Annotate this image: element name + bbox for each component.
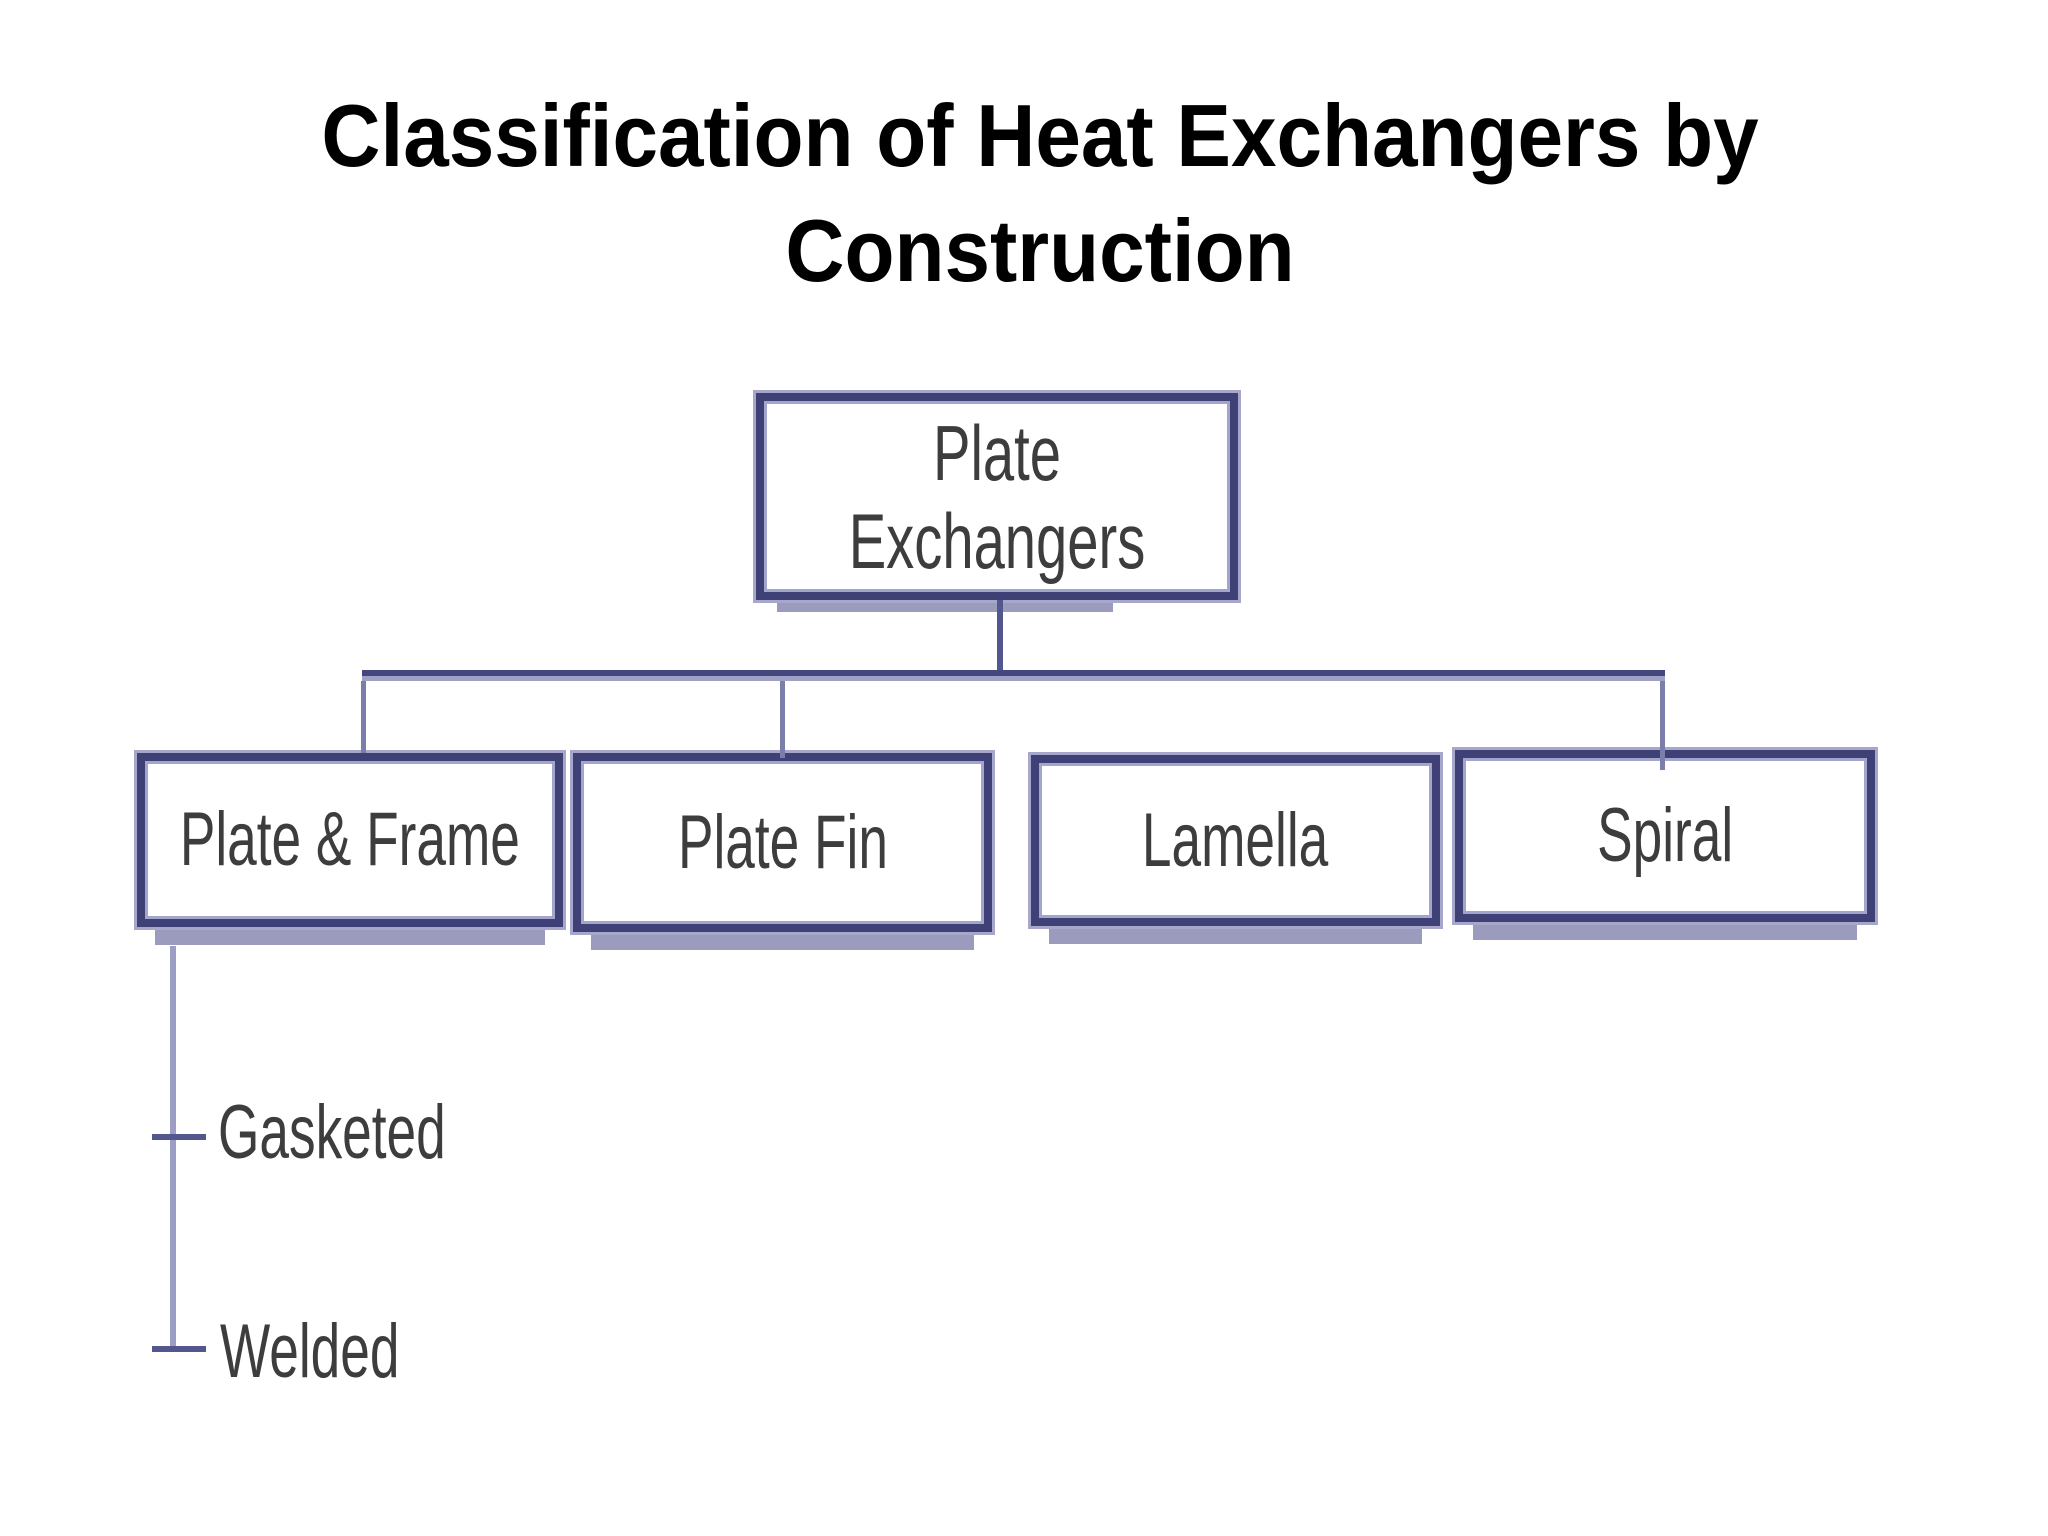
connector-leaf-vertical [170,946,176,1350]
slide-title-line1: Classification of Heat Exchangers by [321,86,1759,185]
connector-horizontal-bar [362,670,1665,681]
node-plate-fin-label: Plate Fin [677,799,888,885]
connector-drop-plate-fin [780,681,785,758]
connector-root-stem [997,600,1003,675]
leaf-gasketed: Gasketed [218,1093,543,1173]
connector-tick-welded [152,1346,206,1352]
node-plate-and-frame: Plate & Frame [134,750,566,930]
node-plate-exchangers-label: Plate Exchangers [848,408,1146,585]
node-spiral-label: Spiral [1596,793,1734,878]
node-plate-fin: Plate Fin [570,750,995,935]
node-lamella: Lamella [1028,752,1443,929]
node-spiral: Spiral [1452,747,1878,925]
slide-title: Classification of Heat Exchangers by Con… [73,78,2007,308]
connector-tick-gasketed [152,1134,206,1140]
connector-drop-plate-frame [361,681,366,753]
slide-title-line2: Construction [785,201,1295,300]
node-plate-and-frame-label: Plate & Frame [180,797,521,882]
leaf-welded: Welded [220,1312,476,1392]
node-plate-exchangers: Plate Exchangers [753,390,1241,603]
leaf-welded-label: Welded [220,1309,400,1394]
node-lamella-label: Lamella [1142,797,1329,883]
connector-drop-spiral [1660,681,1665,770]
leaf-gasketed-label: Gasketed [218,1090,446,1175]
